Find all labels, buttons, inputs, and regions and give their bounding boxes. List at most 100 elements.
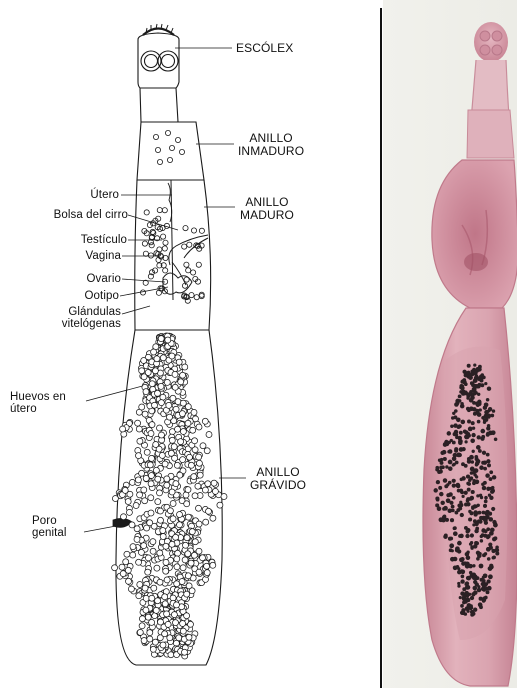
specimen-egg	[454, 447, 458, 451]
egg-dot	[167, 508, 173, 514]
specimen-egg	[455, 461, 459, 465]
egg-dot	[174, 602, 180, 608]
testis-dot	[142, 241, 147, 246]
specimen-egg	[479, 408, 482, 411]
egg-dot	[174, 462, 180, 468]
specimen-egg	[445, 442, 449, 446]
label-huevos-en-utero: Huevos en útero	[10, 391, 66, 415]
egg-dot	[162, 594, 168, 600]
specimen-egg	[475, 582, 479, 586]
specimen-egg	[459, 596, 462, 599]
egg-dot	[150, 539, 156, 545]
specimen-egg	[475, 374, 479, 378]
egg-dot	[136, 593, 142, 599]
specimen-egg	[490, 528, 495, 533]
egg-dot	[141, 487, 147, 493]
egg-dot	[143, 607, 149, 613]
specimen-egg	[444, 484, 448, 488]
egg-dot	[152, 402, 158, 408]
specimen-egg	[455, 399, 460, 404]
egg-dot	[173, 534, 179, 540]
egg-dot	[160, 355, 166, 361]
egg-dot	[142, 498, 148, 504]
specimen-egg	[470, 381, 474, 385]
testis-dot	[148, 253, 153, 258]
specimen-egg	[467, 364, 471, 368]
egg-dot	[150, 646, 156, 652]
egg-dot	[157, 579, 163, 585]
vitelline-dot	[184, 262, 189, 267]
egg-dot	[149, 422, 155, 428]
specimen-egg	[492, 431, 495, 434]
specimen-egg	[448, 460, 453, 465]
specimen-egg	[452, 483, 456, 487]
egg-dot	[149, 619, 155, 625]
egg-dot	[188, 462, 194, 468]
specimen-egg	[482, 511, 486, 515]
specimen-egg	[491, 507, 495, 511]
specimen-egg	[449, 501, 453, 505]
label-testiculo: Testículo	[81, 234, 127, 246]
specimen-egg	[472, 481, 476, 485]
specimen-egg	[450, 425, 453, 428]
specimen-egg	[435, 466, 439, 470]
specimen-egg	[479, 516, 483, 520]
egg-dot	[210, 562, 216, 568]
specimen-egg	[457, 541, 462, 546]
testis-dot	[162, 246, 167, 251]
egg-dot	[128, 586, 134, 592]
egg-dot	[170, 501, 176, 507]
label-anillo-inmaduro: ANILLO INMADURO	[238, 132, 304, 157]
egg-dot	[182, 557, 188, 563]
specimen-egg	[460, 604, 464, 608]
egg-dot	[145, 614, 151, 620]
egg-dot	[160, 528, 166, 534]
egg-dot	[164, 611, 170, 617]
specimen-egg	[450, 439, 453, 442]
specimen-egg	[452, 496, 456, 500]
egg-dot	[162, 631, 168, 637]
egg-dot	[204, 563, 210, 569]
specimen-egg	[436, 480, 440, 484]
specimen-egg	[453, 526, 457, 530]
egg-dot	[178, 439, 184, 445]
egg-dot	[196, 424, 202, 430]
specimen-egg	[460, 569, 465, 574]
egg-dot	[177, 512, 183, 518]
egg-dot	[158, 619, 164, 625]
testis-dot	[167, 157, 172, 162]
egg-dot	[170, 395, 176, 401]
egg-dot	[190, 427, 196, 433]
egg-dot	[148, 431, 154, 437]
specimen-egg	[461, 476, 465, 480]
specimen-egg	[471, 505, 474, 508]
egg-dot	[148, 495, 154, 501]
egg-dot	[189, 529, 195, 535]
specimen-egg	[459, 534, 463, 538]
specimen-egg	[489, 546, 493, 550]
egg-dot	[184, 591, 190, 597]
label-escolex: ESCÓLEX	[236, 42, 293, 55]
egg-dot	[167, 414, 173, 420]
specimen-egg	[470, 547, 473, 550]
egg-dot	[142, 585, 148, 591]
egg-dot	[206, 508, 212, 514]
egg-dot	[148, 481, 154, 487]
egg-dot	[129, 522, 135, 528]
egg-dot	[166, 402, 172, 408]
egg-dot	[158, 400, 164, 406]
vitelline-dot	[199, 228, 204, 233]
immature-segment-dots	[153, 130, 184, 164]
egg-dot	[145, 569, 151, 575]
egg-dot	[162, 461, 168, 467]
specimen-egg	[444, 533, 448, 537]
specimen-egg	[476, 511, 479, 514]
egg-dot	[184, 535, 190, 541]
egg-dot	[153, 467, 159, 473]
specimen-egg	[471, 592, 475, 596]
specimen-egg	[490, 414, 494, 418]
egg-dot	[150, 548, 156, 554]
specimen-egg	[470, 533, 474, 537]
egg-dot	[175, 550, 181, 556]
